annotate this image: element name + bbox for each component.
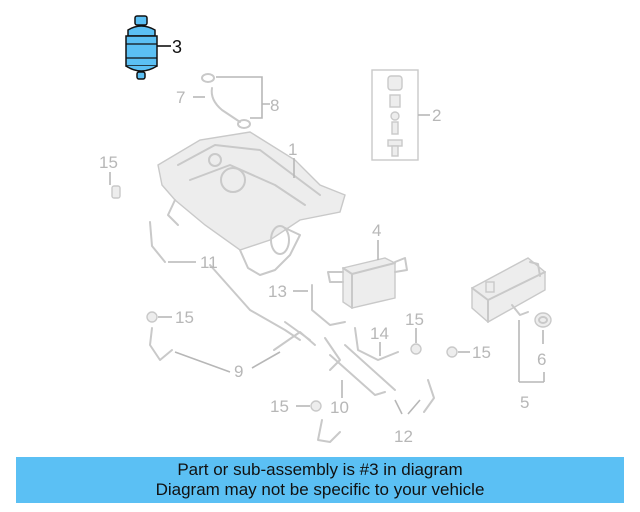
callout-9[interactable]: 9 — [234, 362, 243, 381]
callout-12[interactable]: 12 — [394, 427, 413, 446]
part-12-pipes[interactable] — [329, 344, 435, 413]
callout-15e[interactable]: 15 — [270, 397, 289, 416]
callout-10[interactable]: 10 — [330, 398, 349, 417]
part-7-hose[interactable] — [210, 87, 241, 123]
callout-1[interactable]: 1 — [288, 140, 297, 159]
part-15-clip-d[interactable] — [446, 346, 458, 358]
part-15-clip-e[interactable] — [310, 400, 322, 412]
callout-3[interactable]: 3 — [172, 37, 182, 57]
callout-15b[interactable]: 15 — [175, 308, 194, 327]
banner-line-part: Part or sub-assembly is #3 in diagram — [177, 460, 463, 479]
part-2-mount-kit[interactable] — [371, 69, 419, 161]
part-6-grommet[interactable] — [534, 312, 552, 328]
callout-2[interactable]: 2 — [432, 106, 441, 125]
leader-9 — [174, 351, 281, 373]
callout-14[interactable]: 14 — [370, 324, 389, 343]
callout-15a[interactable]: 15 — [99, 153, 118, 172]
part-15-clip-a[interactable] — [111, 185, 121, 199]
callout-13[interactable]: 13 — [268, 282, 287, 301]
callout-5[interactable]: 5 — [520, 393, 529, 412]
leader-8 — [216, 76, 270, 119]
part-11-pipe[interactable] — [149, 221, 311, 341]
callout-15c[interactable]: 15 — [405, 310, 424, 329]
part-1-subframe[interactable] — [157, 131, 346, 276]
leader-12 — [394, 399, 421, 415]
parts-diagram: 3 1 2 4 — [99, 15, 552, 446]
part-3-filter[interactable] — [125, 15, 158, 80]
part-15-clip-b[interactable] — [146, 311, 158, 323]
part-14-pipe[interactable] — [354, 327, 399, 361]
callout-11[interactable]: 11 — [200, 253, 218, 272]
callout-7[interactable]: 7 — [176, 88, 185, 107]
part-10-hose[interactable] — [317, 337, 341, 443]
part-15-clip-c[interactable] — [410, 343, 422, 355]
callout-8[interactable]: 8 — [270, 96, 279, 115]
callout-15d[interactable]: 15 — [472, 343, 491, 362]
part-4-module[interactable] — [327, 257, 408, 309]
part-8-clamps[interactable] — [201, 73, 251, 129]
part-13-pipe[interactable] — [311, 284, 346, 326]
info-banner: Part or sub-assembly is #3 in diagram Di… — [16, 457, 624, 503]
callout-6[interactable]: 6 — [537, 350, 546, 369]
part-5-canister[interactable] — [471, 257, 546, 323]
callout-4[interactable]: 4 — [372, 221, 381, 240]
banner-line-disclaimer: Diagram may not be specific to your vehi… — [155, 480, 485, 499]
